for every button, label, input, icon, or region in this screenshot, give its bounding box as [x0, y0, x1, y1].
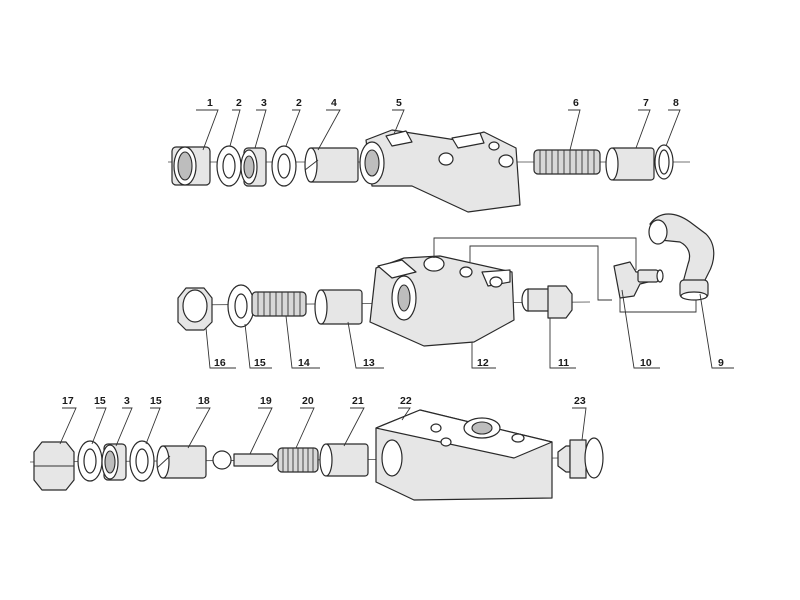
callout-12: 12 — [477, 357, 489, 369]
callout-9: 9 — [718, 357, 724, 369]
part-15-washer-a — [227, 284, 255, 328]
part-3-ring-b — [101, 443, 127, 481]
hose-line-outer — [433, 237, 637, 270]
part-11-fitting — [521, 285, 573, 319]
callout-14: 14 — [298, 357, 310, 369]
part-7-sleeve — [605, 147, 655, 181]
part-4-piston — [304, 147, 359, 183]
callout-5: 5 — [396, 97, 402, 109]
callout-1: 1 — [207, 97, 213, 109]
part-3-ring-a — [240, 147, 267, 187]
part-22-block — [375, 409, 553, 501]
callout-6: 6 — [573, 97, 579, 109]
part-19-needle — [233, 453, 279, 467]
part-10-elbow-fitting — [613, 261, 664, 299]
callout-16: 16 — [214, 357, 226, 369]
callout-22: 22 — [400, 395, 412, 407]
part-15-washer-c — [129, 440, 155, 482]
callout-11: 11 — [558, 357, 569, 369]
leader-lines — [59, 109, 734, 455]
callout-21: 21 — [352, 395, 364, 407]
hose-line-inner — [469, 245, 612, 301]
callout-numbers: 1 2 3 2 4 5 6 7 8 9 10 11 12 13 14 15 16… — [62, 97, 724, 407]
callout-4: 4 — [331, 97, 337, 109]
callout-18: 18 — [198, 395, 210, 407]
part-18-piston — [156, 445, 207, 479]
part-1-cap — [171, 146, 211, 186]
part-17-nut — [33, 441, 75, 491]
callout-10: 10 — [640, 357, 652, 369]
part-5-valve-body — [359, 129, 521, 213]
callout-8: 8 — [673, 97, 679, 109]
callout-23: 23 — [574, 395, 586, 407]
callout-19: 19 — [260, 395, 272, 407]
callout-15a: 15 — [254, 357, 266, 369]
callout-3b: 3 — [124, 395, 130, 407]
part-13-sleeve — [314, 289, 363, 325]
part-9-hose-elbow — [648, 213, 715, 301]
callout-15b: 15 — [94, 395, 106, 407]
callout-15c: 15 — [150, 395, 162, 407]
callout-20: 20 — [302, 395, 314, 407]
callout-2a: 2 — [236, 97, 242, 109]
part-15-washer-b — [77, 440, 103, 482]
part-21-sleeve — [319, 443, 369, 477]
ball — [212, 450, 232, 470]
callout-13: 13 — [363, 357, 375, 369]
part-14-spring — [251, 291, 307, 317]
callout-7: 7 — [643, 97, 649, 109]
part-20-spring — [277, 447, 319, 473]
callout-3a: 3 — [261, 97, 267, 109]
part-2-washer-b — [271, 145, 297, 187]
callout-2b: 2 — [296, 97, 302, 109]
part-6-spring — [533, 149, 601, 175]
part-2-washer-a — [216, 145, 242, 187]
hose-line-lower — [619, 298, 697, 313]
part-23-plug — [557, 437, 604, 479]
part-12-valve-body — [369, 255, 515, 347]
part-16-nut — [177, 287, 213, 331]
part-8-o-ring — [654, 144, 674, 180]
callout-17: 17 — [62, 395, 74, 407]
